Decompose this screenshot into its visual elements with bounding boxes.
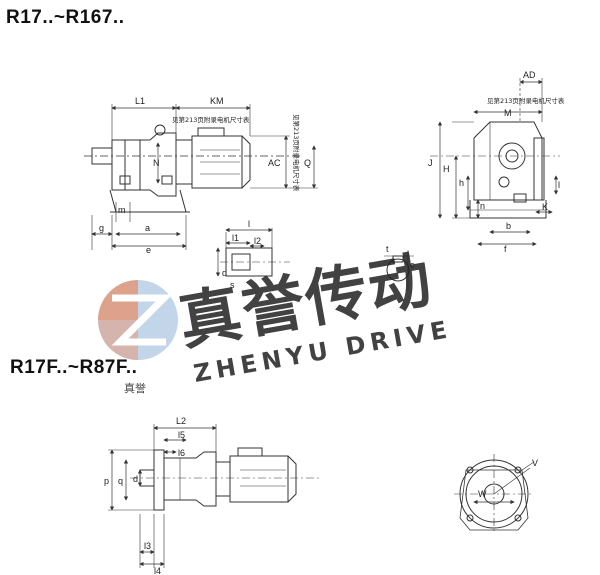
dim-label-K: K xyxy=(542,202,548,212)
side-view-drawing xyxy=(84,104,318,250)
dim-label-b: b xyxy=(506,221,511,231)
dim-label-AC: AC xyxy=(268,158,281,168)
dim-label-M: M xyxy=(504,108,512,118)
shaft-detail-drawing xyxy=(215,227,414,290)
dim-label-I: l xyxy=(558,180,560,190)
motor-reference-note-vertical: 见第213页附录电机尺寸表 xyxy=(292,114,301,192)
dim-label-AD: AD xyxy=(523,70,536,80)
dim-label-f: f xyxy=(504,244,507,254)
dim-label-N: N xyxy=(153,158,160,168)
dim-label-g: g xyxy=(99,223,104,233)
dim-label-q: q xyxy=(118,476,123,486)
end-view-drawing xyxy=(430,78,560,247)
r17-series-heading: R17..~R167.. xyxy=(6,7,125,28)
watermark-logo-mark xyxy=(98,280,178,360)
r17f-series-heading: R17F..~R87F.. xyxy=(10,357,138,378)
shaft-detail-labels: l l1 l2 d s t c xyxy=(222,219,415,290)
dim-label-c: c xyxy=(410,260,415,270)
dim-label-J: J xyxy=(428,158,433,168)
dim-label-d: d xyxy=(222,268,227,278)
dim-label-H: H xyxy=(443,164,450,174)
flange-view-drawing xyxy=(108,424,320,568)
end-view-labels: AD M J H h n b f l K 见第213页附录电机尺寸表 xyxy=(428,70,565,254)
dim-label-L1: L1 xyxy=(135,96,145,106)
brand-watermark: 真誉传动 ZHENYU DRIVE 真誉 xyxy=(98,243,454,395)
dim-label-l2: l2 xyxy=(254,236,261,246)
dim-label-d-flange: d xyxy=(133,474,138,484)
dim-label-KM: KM xyxy=(210,96,224,106)
flange-view-labels: L2 l5 l6 p q d l3 l4 xyxy=(104,416,186,575)
motor-reference-note-end-view: 见第213页附录电机尺寸表 xyxy=(487,96,565,105)
dim-label-l5: l5 xyxy=(178,430,185,440)
dim-label-l: l xyxy=(248,219,250,229)
dim-label-L2: L2 xyxy=(176,416,186,426)
dim-label-p: p xyxy=(104,476,109,486)
dim-label-Q: Q xyxy=(304,158,311,168)
motor-reference-note: 见第213页附录电机尺寸表 xyxy=(172,115,250,124)
flange-end-view-labels: V W xyxy=(478,458,538,499)
dim-label-n: n xyxy=(480,201,485,211)
side-view-labels: L1 KM AC Q N g m a e 见第213页附录电机尺寸表 见第213… xyxy=(99,96,311,255)
dim-label-l4: l4 xyxy=(154,566,161,575)
dim-label-m: m xyxy=(118,205,126,215)
dim-label-l3: l3 xyxy=(144,541,151,551)
flange-end-view-drawing xyxy=(454,454,535,534)
dim-label-a: a xyxy=(145,223,150,233)
dim-label-t: t xyxy=(386,244,389,254)
dim-label-l1: l1 xyxy=(232,233,239,243)
dim-label-h: h xyxy=(459,178,464,188)
dim-label-W: W xyxy=(478,489,487,499)
watermark-stamp: 真誉 xyxy=(124,381,146,395)
dim-label-e: e xyxy=(146,245,151,255)
dim-label-l6: l6 xyxy=(178,448,185,458)
dim-label-V: V xyxy=(532,458,538,468)
dim-label-s: s xyxy=(230,280,235,290)
